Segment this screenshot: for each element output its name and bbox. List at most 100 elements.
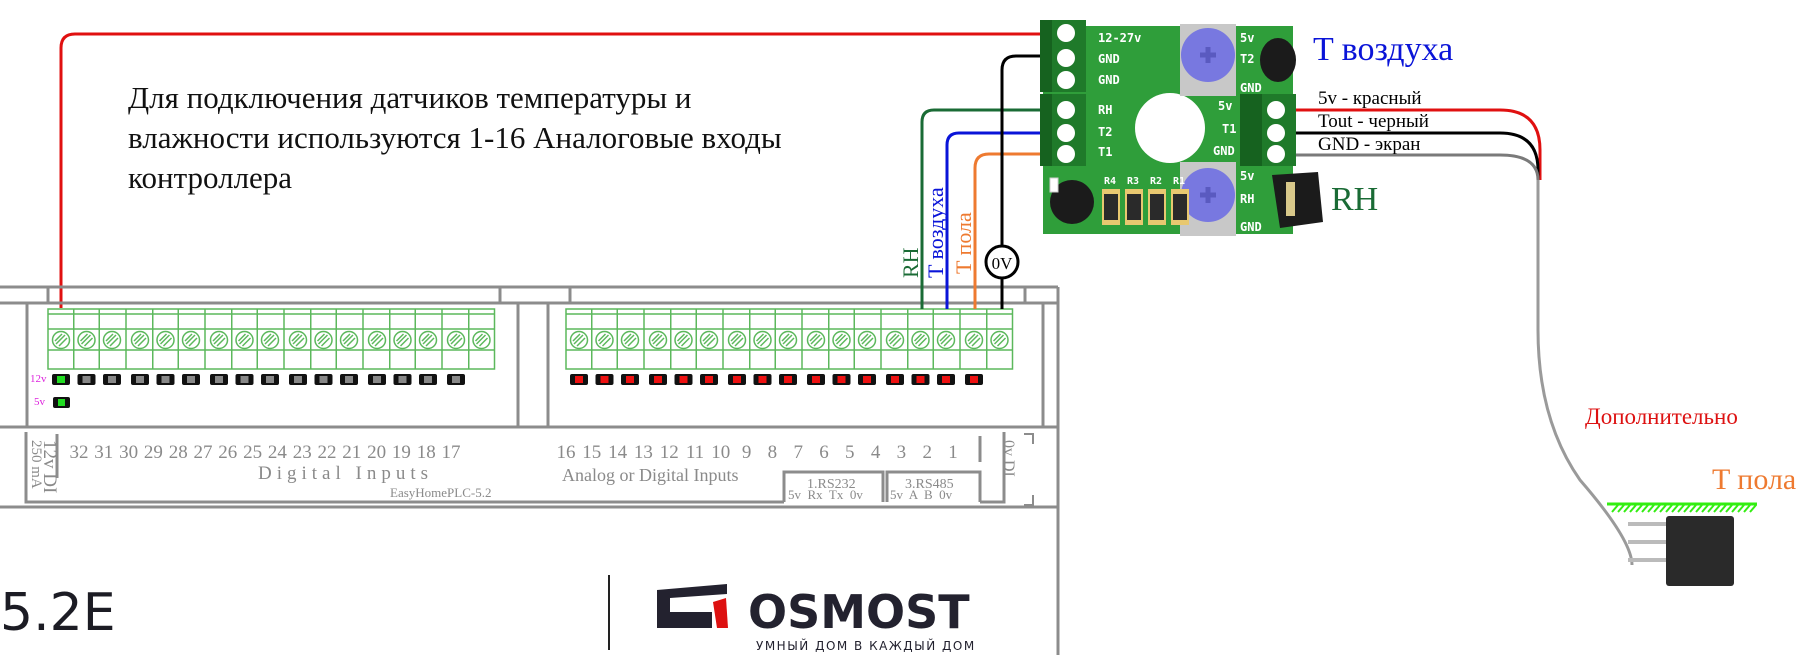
analog-inputs-title: Analog or Digital Inputs [562, 465, 738, 485]
svg-text:T1: T1 [1098, 145, 1112, 159]
resistor-icon: R4 [1102, 176, 1120, 225]
terminal-screw-icon[interactable] [181, 330, 201, 350]
terminal-screw-icon[interactable] [778, 330, 798, 350]
terminal-screw-icon[interactable] [699, 330, 719, 350]
rs232-port-label: 1.RS232 5v Rx Tx 0v [788, 477, 863, 502]
terminal-screw-icon[interactable] [964, 330, 984, 350]
optional-label: Дополнительно [1585, 404, 1738, 429]
status-led [832, 374, 851, 385]
input-number: 29 [144, 442, 163, 463]
terminal-screw-icon[interactable] [857, 330, 877, 350]
terminal-screw-icon[interactable] [885, 330, 905, 350]
status-led [52, 374, 70, 385]
input-number: 7 [793, 442, 803, 463]
terminal-screw-icon[interactable] [51, 330, 71, 350]
status-led [235, 374, 254, 385]
input-number: 18 [417, 442, 436, 463]
svg-text:1.RS232: 1.RS232 [807, 477, 856, 492]
status-led [753, 374, 772, 385]
terminal-screw-icon[interactable] [339, 330, 359, 350]
terminal-screw-icon[interactable] [235, 330, 254, 350]
onboard-thermistor [1050, 180, 1094, 224]
svg-text:3.RS485: 3.RS485 [905, 477, 954, 492]
terminal-screw-icon[interactable] [832, 330, 851, 350]
status-led [103, 374, 121, 385]
status-led [131, 374, 149, 385]
probe-wire-labels: 5v - красный Tout - черный GND - экран [1318, 88, 1429, 155]
svg-text:5v: 5v [1218, 99, 1232, 113]
terminal-screw-icon[interactable] [260, 330, 280, 350]
input-number: 11 [686, 442, 704, 463]
t-air-wire [945, 131, 1056, 309]
svg-text:T2: T2 [1240, 52, 1254, 66]
input-number: 5 [845, 442, 855, 463]
terminal-screw-icon[interactable] [936, 330, 956, 350]
input-number: 10 [711, 442, 730, 463]
pcb-pin-labels: 12-27v GND GND RH T2 T1 5v T1 GND 5v T2 … [1098, 31, 1262, 234]
status-led [779, 374, 797, 385]
terminal-screw-icon[interactable] [130, 330, 150, 350]
terminal-screw-icon[interactable] [77, 330, 96, 350]
terminal-screw-icon[interactable] [595, 330, 614, 350]
status-led [340, 374, 358, 385]
controller-housing [0, 285, 1060, 655]
led-5v [53, 397, 70, 408]
svg-text:RH: RH [1240, 192, 1254, 206]
terminal-screw-icon[interactable] [393, 330, 412, 350]
status-led [393, 374, 412, 385]
status-led [728, 374, 746, 385]
status-led [886, 374, 904, 385]
status-led [858, 374, 876, 385]
terminal-screw-icon[interactable] [446, 330, 466, 350]
status-led [419, 374, 437, 385]
probe-cable-lead [1536, 180, 1634, 566]
terminal-screw-icon[interactable] [156, 330, 175, 350]
status-led [368, 374, 386, 385]
terminal-screw-icon[interactable] [418, 330, 438, 350]
input-number: 22 [318, 442, 337, 463]
terminal-screw-icon[interactable] [472, 330, 491, 350]
svg-text:5v: 5v [1240, 31, 1254, 45]
input-number: 2 [922, 442, 932, 463]
logo-mark-accent-icon [713, 598, 728, 628]
terminal-screw-icon[interactable] [674, 330, 693, 350]
resistor-label: R2 [1150, 176, 1162, 187]
model-label: EasyHomePLC-5.2 [390, 485, 491, 500]
status-led [570, 374, 588, 385]
input-number: 8 [768, 442, 778, 463]
terminal-screw-icon[interactable] [727, 330, 747, 350]
svg-text:RH: RH [1098, 103, 1112, 117]
terminal-screw-icon[interactable] [648, 330, 668, 350]
terminal-screw-icon[interactable] [102, 330, 122, 350]
terminal-screw-icon[interactable] [314, 330, 333, 350]
terminal-screw-icon[interactable] [990, 330, 1009, 350]
input-number: 31 [94, 442, 113, 463]
input-number: 20 [367, 442, 386, 463]
description-line-3: контроллера [128, 160, 292, 195]
led-row-digital [52, 374, 465, 385]
t-floor-label: T пола [1712, 463, 1796, 496]
input-number: 1 [948, 442, 958, 463]
terminal-sensor-output [1040, 94, 1086, 166]
input-number: 23 [293, 442, 312, 463]
terminal-screw-icon[interactable] [288, 330, 308, 350]
svg-text:T воздуха: T воздуха [923, 187, 948, 278]
terminal-screw-icon[interactable] [806, 330, 826, 350]
terminal-screw-icon[interactable] [367, 330, 387, 350]
power-di-label: 12v DI [39, 440, 60, 493]
svg-text:0V: 0V [992, 254, 1014, 273]
input-number: 3 [897, 442, 907, 463]
svg-text:GND: GND [1213, 144, 1235, 158]
svg-text:T2: T2 [1098, 125, 1112, 139]
terminal-screw-icon[interactable] [753, 330, 772, 350]
terminal-screw-icon[interactable] [911, 330, 930, 350]
terminal-screw-icon[interactable] [209, 330, 229, 350]
terminal-screw-icon[interactable] [620, 330, 640, 350]
svg-text:GND: GND [1240, 81, 1262, 95]
terminal-screw-icon[interactable] [569, 330, 589, 350]
description-line-1: Для подключения датчиков температуры и [128, 80, 692, 115]
humidity-sensor-icon [1272, 172, 1323, 228]
zero-v-marker: 0V [984, 244, 1020, 280]
description-text: Для подключения датчиков температуры и в… [128, 80, 782, 195]
